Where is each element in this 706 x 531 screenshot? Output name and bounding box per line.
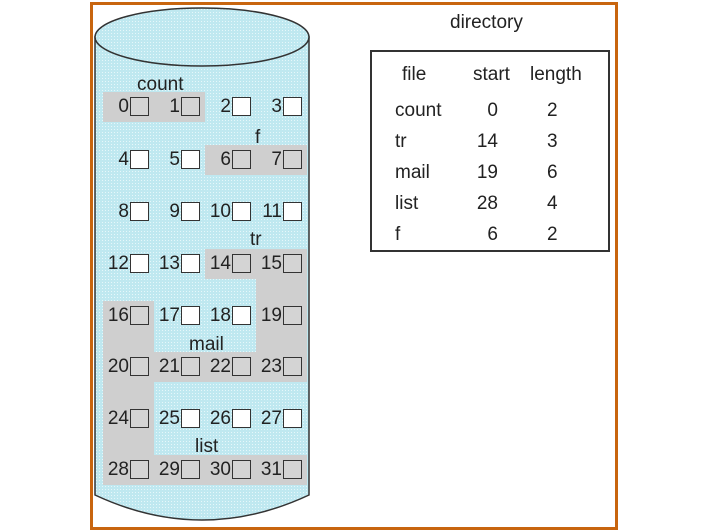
disk-block bbox=[130, 306, 149, 325]
block-number: 17 bbox=[158, 305, 180, 326]
block-number: 3 bbox=[271, 96, 282, 117]
dir-start-cell: 28 bbox=[476, 193, 498, 214]
disk-block bbox=[283, 357, 302, 376]
dir-start-cell: 6 bbox=[487, 224, 498, 245]
dir-length-cell: 3 bbox=[547, 131, 558, 152]
label-tr: tr bbox=[250, 229, 262, 250]
disk-block bbox=[130, 150, 149, 169]
dir-length-cell: 2 bbox=[547, 100, 558, 121]
disk-block bbox=[232, 409, 251, 428]
block-number: 15 bbox=[260, 253, 282, 274]
label-list: list bbox=[195, 436, 219, 457]
block-number: 14 bbox=[209, 253, 231, 274]
block-number: 21 bbox=[158, 356, 180, 377]
block-number: 28 bbox=[107, 459, 129, 480]
disk-block bbox=[181, 97, 200, 116]
block-number: 22 bbox=[209, 356, 231, 377]
disk-block bbox=[181, 202, 200, 221]
block-number: 16 bbox=[107, 305, 129, 326]
disk-block bbox=[130, 357, 149, 376]
disk-block bbox=[130, 254, 149, 273]
disk-block bbox=[283, 409, 302, 428]
disk-block bbox=[232, 460, 251, 479]
block-number: 31 bbox=[260, 459, 282, 480]
block-number: 24 bbox=[107, 408, 129, 429]
block-number: 27 bbox=[260, 408, 282, 429]
disk-block bbox=[130, 460, 149, 479]
disk-block bbox=[181, 306, 200, 325]
block-number: 12 bbox=[107, 253, 129, 274]
block-number: 6 bbox=[220, 149, 231, 170]
header-length: length bbox=[530, 64, 582, 85]
block-number: 29 bbox=[158, 459, 180, 480]
block-number: 30 bbox=[209, 459, 231, 480]
block-number: 2 bbox=[220, 96, 231, 117]
block-number: 25 bbox=[158, 408, 180, 429]
disk-block bbox=[181, 254, 200, 273]
block-number: 19 bbox=[260, 305, 282, 326]
block-number: 23 bbox=[260, 356, 282, 377]
dir-length-cell: 6 bbox=[547, 162, 558, 183]
disk-block bbox=[232, 254, 251, 273]
disk-block bbox=[283, 460, 302, 479]
disk-block bbox=[283, 306, 302, 325]
block-number: 26 bbox=[209, 408, 231, 429]
disk-block bbox=[181, 150, 200, 169]
disk-block bbox=[130, 202, 149, 221]
dir-length-cell: 2 bbox=[547, 224, 558, 245]
block-number: 18 bbox=[209, 305, 231, 326]
dir-start-cell: 19 bbox=[476, 162, 498, 183]
block-number: 7 bbox=[271, 149, 282, 170]
block-number: 9 bbox=[169, 201, 180, 222]
dir-length-cell: 4 bbox=[547, 193, 558, 214]
dir-file-cell: list bbox=[395, 193, 419, 214]
block-number: 13 bbox=[158, 253, 180, 274]
block-number: 8 bbox=[118, 201, 129, 222]
dir-file-cell: mail bbox=[395, 162, 430, 183]
disk-block bbox=[181, 409, 200, 428]
disk-block bbox=[232, 306, 251, 325]
dir-start-cell: 14 bbox=[476, 131, 498, 152]
disk-block bbox=[181, 357, 200, 376]
block-number: 0 bbox=[118, 96, 129, 117]
dir-file-cell: count bbox=[395, 100, 442, 121]
header-start: start bbox=[473, 64, 510, 85]
disk-block bbox=[283, 202, 302, 221]
diagram-frame bbox=[90, 2, 618, 530]
disk-block bbox=[232, 150, 251, 169]
disk-block bbox=[181, 460, 200, 479]
directory-title: directory bbox=[450, 12, 523, 33]
dir-file-cell: f bbox=[395, 224, 401, 245]
disk-block bbox=[283, 150, 302, 169]
label-count: count bbox=[137, 74, 184, 95]
disk-block bbox=[283, 97, 302, 116]
disk-block bbox=[232, 357, 251, 376]
block-number: 10 bbox=[209, 201, 231, 222]
disk-block bbox=[232, 202, 251, 221]
block-number: 11 bbox=[262, 201, 282, 222]
block-number: 20 bbox=[107, 356, 129, 377]
dir-start-cell: 0 bbox=[487, 100, 498, 121]
label-mail: mail bbox=[189, 334, 224, 355]
directory-table: file start length count 0 2 tr 14 3 mail 19 6 lis… bbox=[370, 50, 610, 252]
block-number: 4 bbox=[118, 149, 129, 170]
disk-block bbox=[232, 97, 251, 116]
header-file: file bbox=[402, 64, 427, 85]
label-f: f bbox=[255, 127, 261, 148]
disk-block bbox=[130, 97, 149, 116]
dir-file-cell: tr bbox=[395, 131, 407, 152]
block-number: 5 bbox=[169, 149, 180, 170]
disk-block bbox=[130, 409, 149, 428]
disk-block bbox=[283, 254, 302, 273]
block-number: 1 bbox=[169, 96, 180, 117]
